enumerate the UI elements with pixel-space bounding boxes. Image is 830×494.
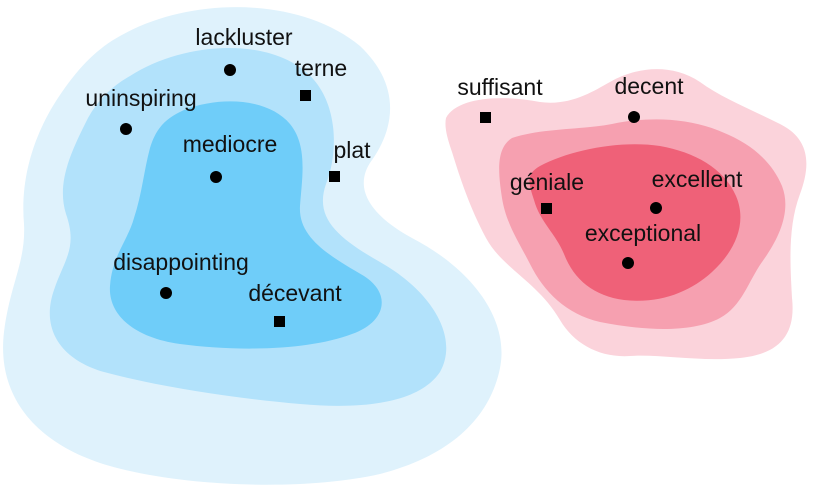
word-label: terne (295, 55, 347, 81)
negative-region-inner (109, 101, 382, 349)
word-uninspiring: uninspiring (85, 85, 197, 135)
word-marker-square (274, 316, 285, 327)
word-exceptional: exceptional (585, 220, 701, 269)
word-marker-circle (622, 257, 634, 269)
word-decent: decent (614, 73, 684, 123)
word-label: exceptional (585, 220, 701, 246)
word-label: suffisant (457, 74, 543, 100)
word-decevant: décevant (248, 280, 342, 327)
word-marker-circle (628, 111, 640, 123)
word-label: excellent (652, 166, 743, 192)
word-excellent: excellent (650, 166, 743, 214)
word-terne: terne (295, 55, 347, 101)
positive-cluster (445, 69, 807, 360)
word-disappointing: disappointing (113, 249, 249, 299)
word-marker-circle (210, 171, 222, 183)
word-suffisant: suffisant (457, 74, 543, 123)
word-label: mediocre (183, 131, 278, 157)
word-marker-circle (224, 64, 236, 76)
word-marker-circle (160, 287, 172, 299)
word-label: disappointing (113, 249, 249, 275)
word-marker-circle (120, 123, 132, 135)
negative-cluster (3, 7, 502, 485)
word-label: géniale (510, 169, 584, 195)
positive-region-inner (529, 144, 741, 301)
word-marker-square (541, 203, 552, 214)
word-plat: plat (329, 137, 371, 182)
word-label: plat (333, 137, 371, 163)
word-mediocre: mediocre (183, 131, 278, 183)
word-label: uninspiring (85, 85, 196, 111)
word-marker-square (480, 112, 491, 123)
word-marker-square (329, 171, 340, 182)
word-marker-circle (650, 202, 662, 214)
word-lackluster: lackluster (195, 24, 293, 76)
word-label: lackluster (195, 24, 292, 50)
word-label: décevant (248, 280, 342, 306)
word-marker-square (300, 90, 311, 101)
word-geniale: géniale (510, 169, 584, 214)
word-label: decent (614, 73, 684, 99)
